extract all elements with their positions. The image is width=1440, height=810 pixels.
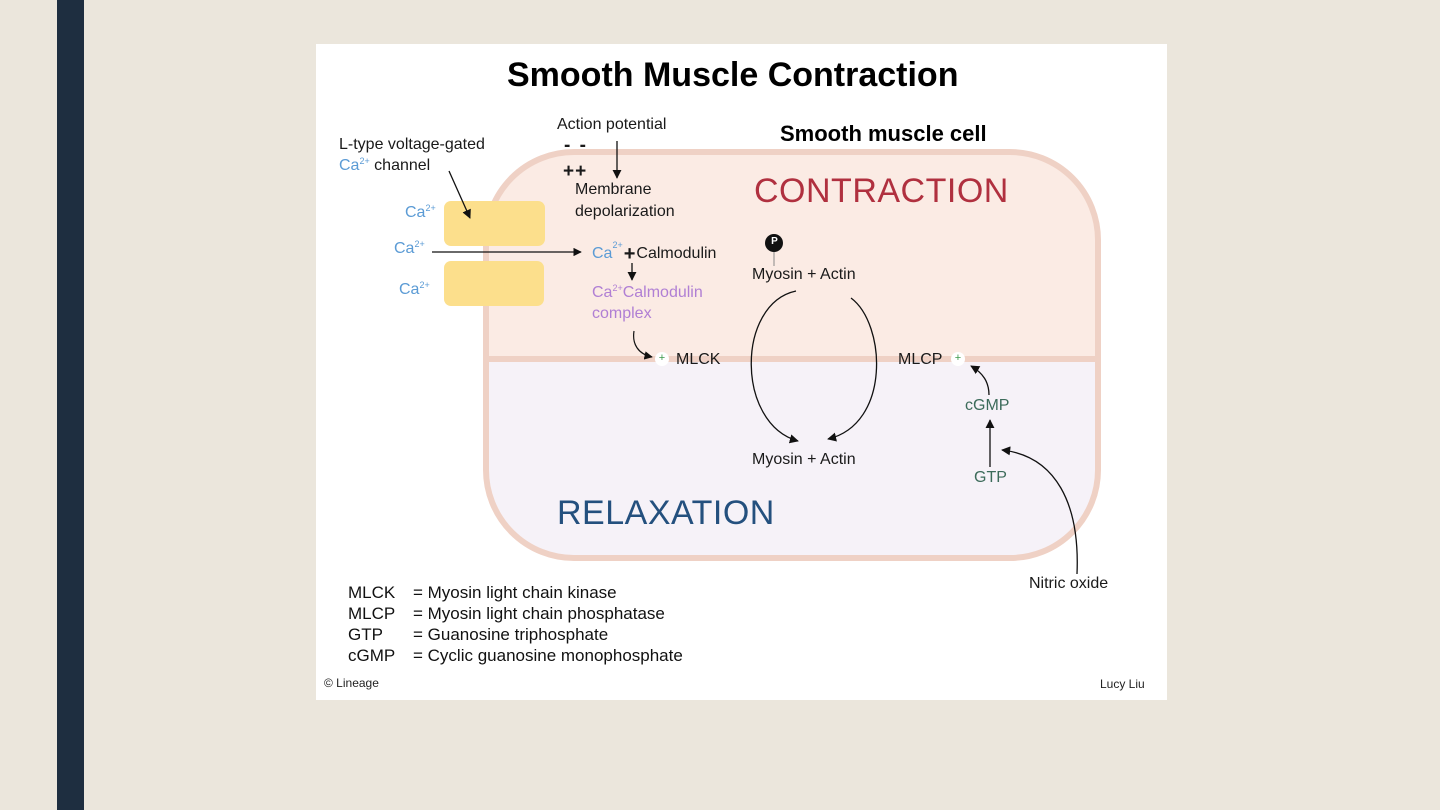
contraction-region <box>486 152 1098 360</box>
credit-lineage: © Lineage <box>324 676 379 690</box>
mlck-plus-badge <box>655 352 669 366</box>
gtp-label: GTP <box>974 469 1007 486</box>
complex-to-mlck-arrow <box>633 330 653 360</box>
relaxation-region <box>486 360 1098 558</box>
mlck-label: MLCK <box>676 351 721 368</box>
mlcp-plus-badge <box>951 352 965 366</box>
channel-label-line2: Ca2+ channel <box>339 156 431 174</box>
calcium-channel-bottom <box>444 261 544 306</box>
myosin-actin-relaxed: Myosin + Actin <box>752 451 856 468</box>
calcium-channel-top <box>444 201 545 246</box>
calcium-ion-middle: Ca2+ <box>394 239 425 257</box>
mlck-plus-sign: + <box>658 352 666 364</box>
diagram-graphics <box>432 141 1101 575</box>
contraction-label: CONTRACTION <box>754 172 1009 210</box>
calcium-ion-bottom: Ca2+ <box>399 280 430 298</box>
channel-label-line1: L-type voltage-gated <box>339 136 485 153</box>
calmodulin-complex-line1: Ca2+Calmodulin <box>592 283 703 301</box>
depolarization-line2: depolarization <box>575 203 675 220</box>
calcium-ion-top: Ca2+ <box>405 203 436 221</box>
membrane-plus-signs: ++ <box>563 161 588 182</box>
myosin-actin-phosphorylated: Myosin + Actin <box>752 266 856 283</box>
relaxation-label: RELAXATION <box>557 494 775 532</box>
phosphate-label: P <box>771 236 778 247</box>
cycle-arrow-right <box>827 297 878 442</box>
cell-membrane <box>483 149 1101 561</box>
calmodulin-complex-line2: complex <box>592 305 652 322</box>
membrane-minus-signs: - - <box>564 135 588 156</box>
cgmp-to-mlcp-arrow <box>970 365 990 396</box>
calcium-calmodulin: Ca2++Calmodulin <box>592 240 717 265</box>
depolarization-line1: Membrane <box>575 181 652 198</box>
side-accent-bar <box>57 0 84 810</box>
cgmp-label: cGMP <box>965 397 1010 414</box>
mlcp-plus-sign: + <box>954 352 962 364</box>
nitric-oxide-label: Nitric oxide <box>1029 575 1109 592</box>
phosphate-circle <box>765 234 783 252</box>
channel-label-arrow <box>448 170 471 219</box>
legend-row-gtp: GTP= Guanosine triphosphate <box>348 625 609 644</box>
diagram-title: Smooth Muscle Contraction <box>507 56 959 94</box>
legend-row-cgmp: cGMP= Cyclic guanosine monophosphate <box>348 646 683 665</box>
nitric-oxide-arrow <box>1001 446 1078 575</box>
credit-author: Lucy Liu <box>1100 677 1145 691</box>
cell-body <box>486 152 1098 558</box>
mlcp-label: MLCP <box>898 351 943 368</box>
legend-row-mlck: MLCK= Myosin light chain kinase <box>348 583 617 602</box>
cell-label: Smooth muscle cell <box>780 121 987 146</box>
action-potential-label: Action potential <box>557 116 667 133</box>
legend-row-mlcp: MLCP= Myosin light chain phosphatase <box>348 604 665 623</box>
diagram-figure: Smooth Muscle Contraction Smooth muscle … <box>316 44 1167 700</box>
cycle-arrow-left <box>750 290 799 444</box>
